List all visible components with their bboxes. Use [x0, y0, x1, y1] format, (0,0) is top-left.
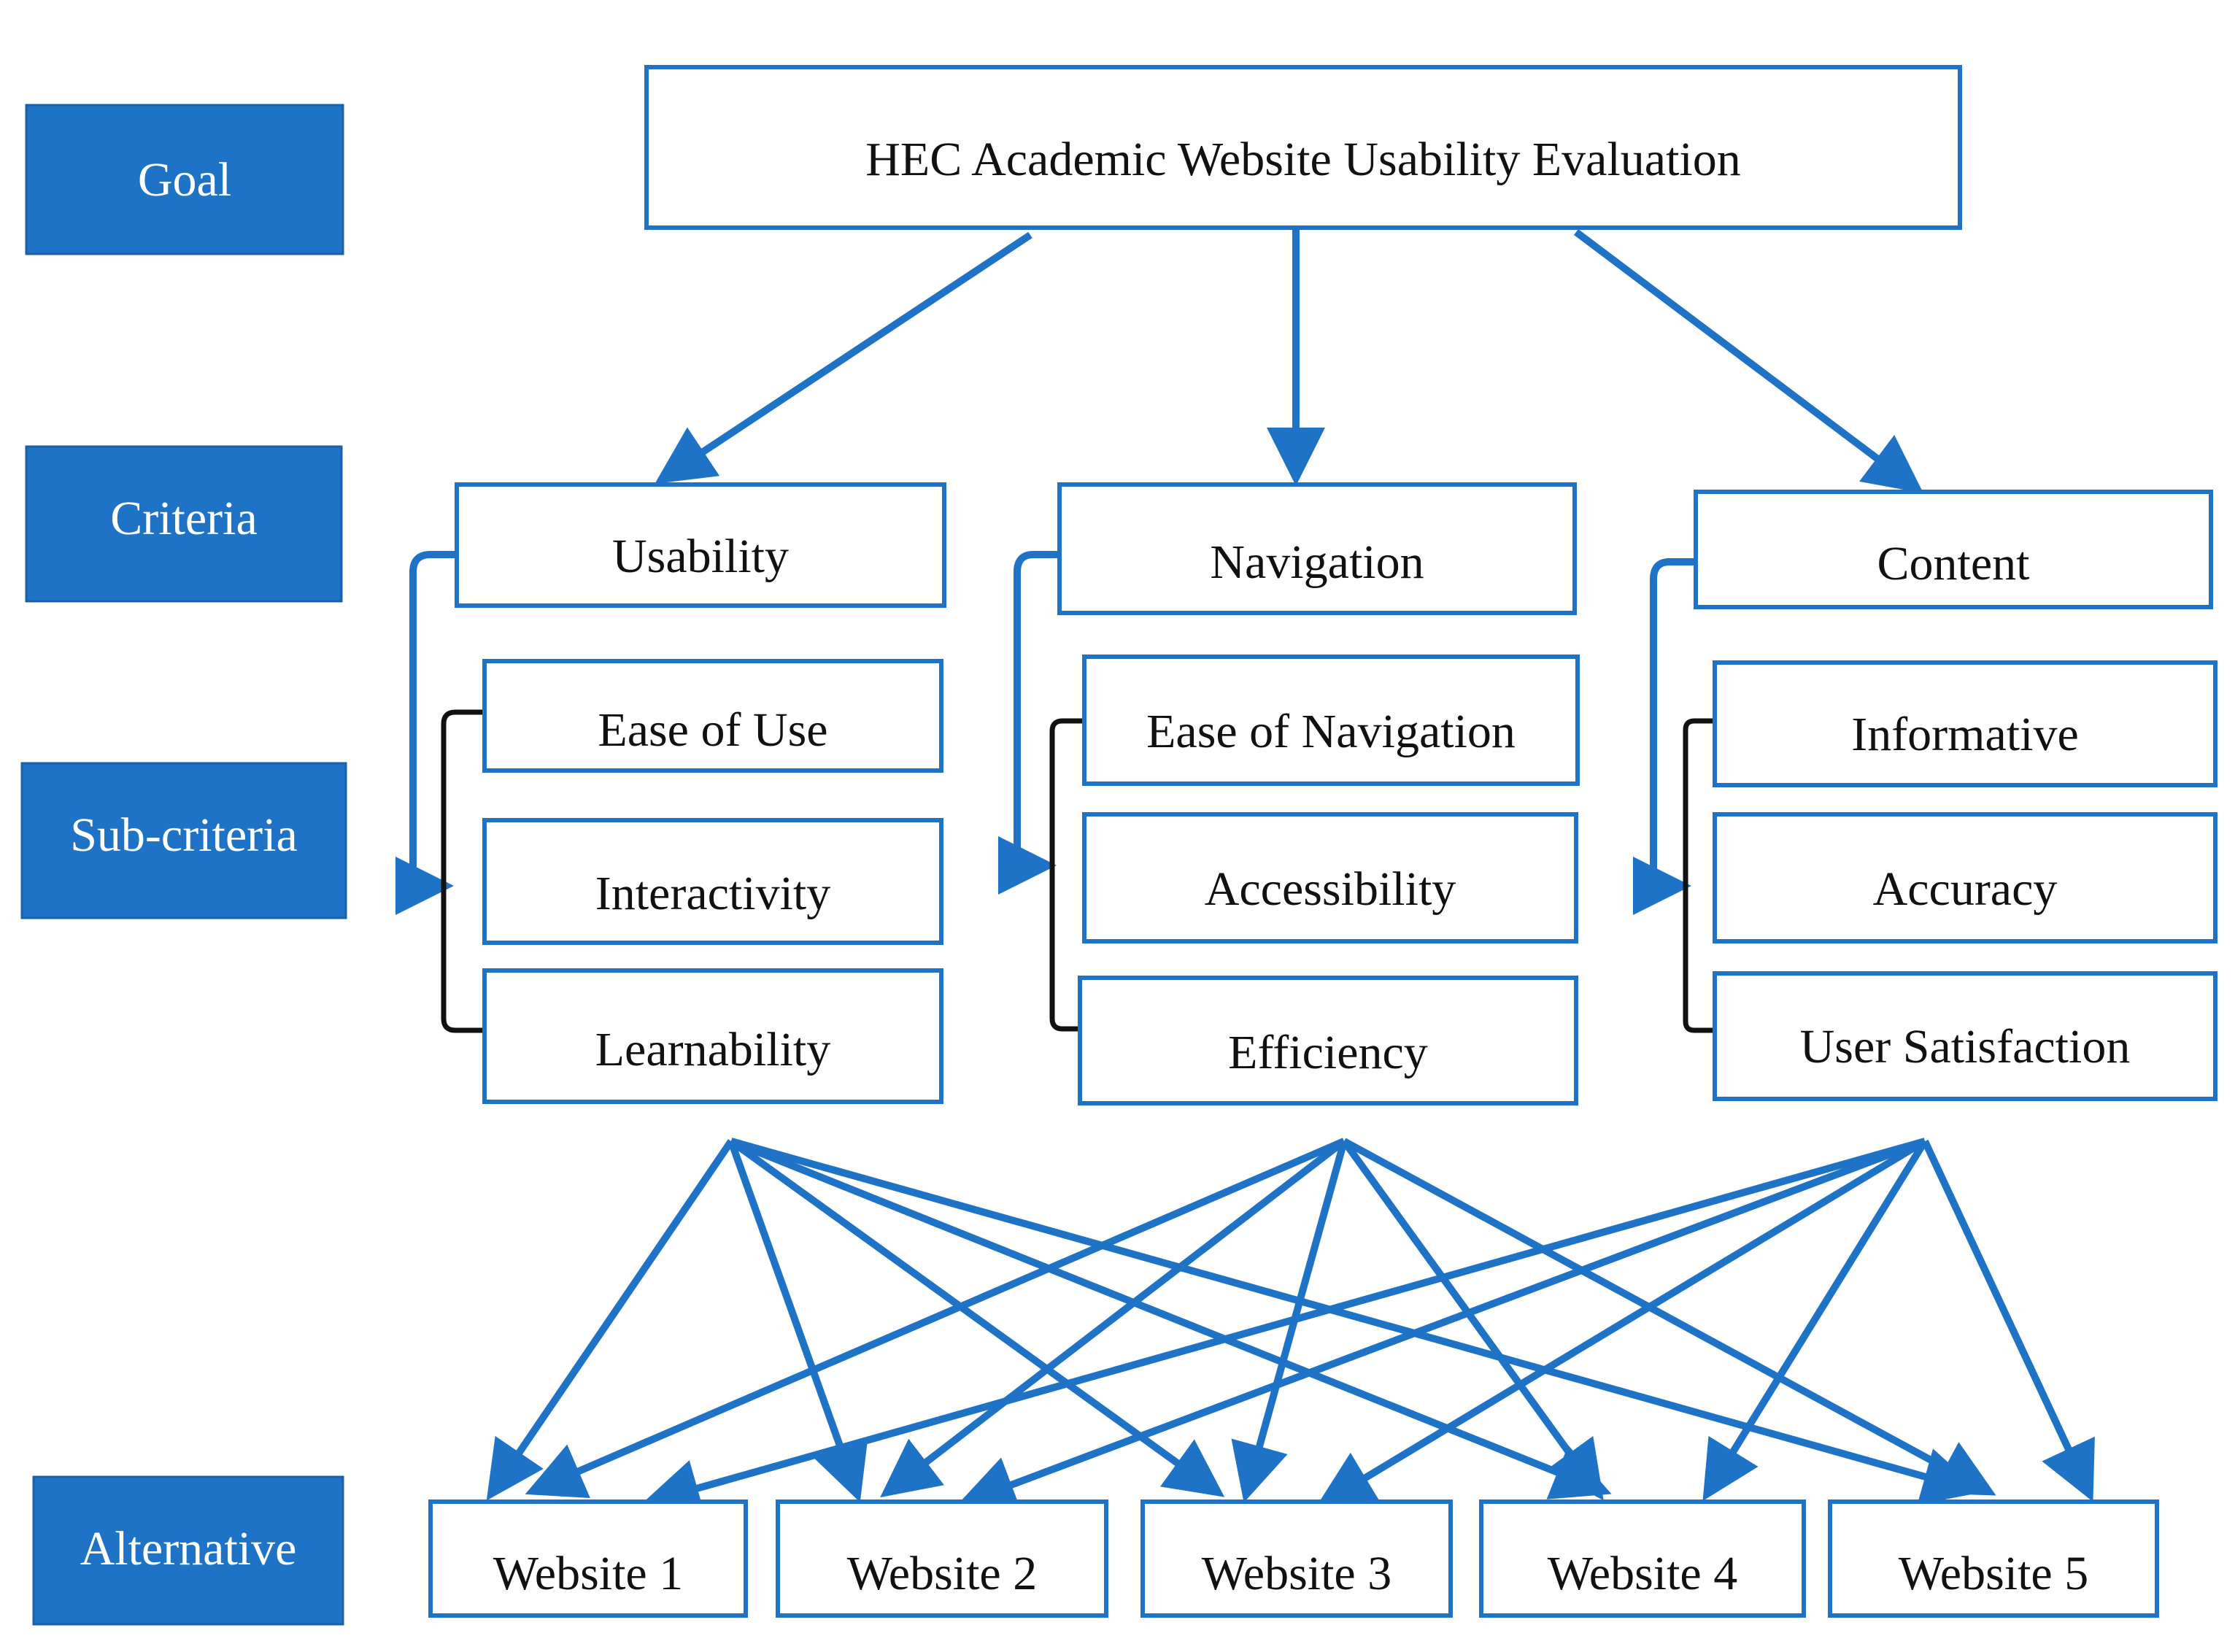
subcriterion-ease-of-navigation: Ease of Navigation [1082, 655, 1580, 786]
criterion-navigation: Navigation [1057, 482, 1577, 615]
subcriterion-informative-label: Informative [1851, 708, 2079, 761]
usability-bracket [395, 551, 485, 1033]
arrow-usability-website-3 [729, 1138, 1225, 1497]
level-goal-label: Goal [138, 153, 231, 206]
subcriterion-efficiency-label: Efficiency [1228, 1026, 1428, 1079]
subcriterion-accuracy-label: Accuracy [1873, 862, 2058, 916]
subcriterion-informative: Informative [1713, 660, 2217, 787]
level-subcriteria-label: Sub-criteria [70, 808, 298, 862]
subcriterion-user-satisfaction: User Satisfaction [1713, 971, 2217, 1101]
subcriterion-ease-of-navigation-label: Ease of Navigation [1146, 705, 1516, 758]
subcriterion-accessibility-label: Accessibility [1205, 862, 1456, 916]
navigation-bracket [998, 551, 1084, 1032]
level-alternative-label: Alternative [80, 1522, 297, 1575]
criterion-content: Content [1694, 490, 2213, 609]
subcriterion-accessibility: Accessibility [1082, 812, 1578, 943]
subcriterion-interactivity-label: Interactivity [595, 867, 831, 920]
arrow-usability-website-2 [727, 1140, 868, 1502]
subcriterion-accuracy: Accuracy [1713, 812, 2217, 943]
subcriterion-ease-of-use-label: Ease of Use [598, 703, 827, 757]
arrow-content-website-5 [1921, 1139, 2095, 1502]
alternative-website-2-label: Website 2 [847, 1547, 1037, 1600]
criterion-navigation-label: Navigation [1210, 536, 1424, 589]
goal-to-criteria-arrows [655, 229, 1923, 494]
alternative-website-5-label: Website 5 [1899, 1547, 2088, 1600]
alternative-website-3-label: Website 3 [1202, 1547, 1391, 1600]
goal-title: HEC Academic Website Usability Evaluatio… [865, 133, 1741, 186]
criterion-usability: Usability [455, 482, 946, 608]
alternative-website-4: Website 4 [1479, 1499, 1806, 1618]
criterion-usability-label: Usability [612, 530, 789, 583]
arrow-navigation-website-1 [525, 1138, 1346, 1498]
subcriteria-to-alternatives-arrows [486, 1138, 2095, 1517]
criterion-content-label: Content [1877, 537, 2030, 590]
subcriterion-efficiency: Efficiency [1078, 976, 1578, 1105]
arrow-usability-website-1 [486, 1139, 735, 1501]
level-alternative: Alternative [32, 1475, 344, 1626]
subcriterion-user-satisfaction-label: User Satisfaction [1800, 1020, 2131, 1073]
level-goal: Goal [25, 104, 344, 255]
arrow-navigation-website-2 [880, 1138, 1347, 1498]
arrow-goal-usability [655, 231, 1032, 485]
arrow-usability-website-5 [730, 1138, 1982, 1505]
level-subcriteria: Sub-criteria [20, 762, 347, 919]
arrow-navigation-website-5 [1342, 1138, 1996, 1496]
alternative-website-2: Website 2 [776, 1499, 1108, 1618]
level-criteria: Criteria [25, 445, 343, 603]
alternative-website-4-label: Website 4 [1548, 1547, 1737, 1600]
level-criteria-label: Criteria [110, 492, 258, 545]
arrow-content-website-3 [1315, 1138, 1927, 1508]
alternative-website-1: Website 1 [428, 1499, 748, 1618]
subcriterion-interactivity: Interactivity [482, 818, 943, 945]
goal-node: HEC Academic Website Usability Evaluatio… [644, 65, 1962, 230]
arrow-usability-website-4 [730, 1138, 1612, 1499]
alternative-website-3: Website 3 [1140, 1499, 1453, 1618]
arrow-content-website-4 [1702, 1139, 1929, 1502]
subcriterion-ease-of-use: Ease of Use [482, 659, 943, 773]
subcriterion-learnability: Learnability [482, 968, 943, 1104]
arrow-goal-content [1573, 229, 1923, 494]
subcriterion-learnability-label: Learnability [595, 1023, 831, 1076]
alternative-website-1-label: Website 1 [493, 1547, 683, 1600]
arrow-content-website-2 [957, 1138, 1926, 1513]
alternative-website-5: Website 5 [1828, 1499, 2159, 1618]
arrow-content-website-1 [641, 1138, 1926, 1517]
content-bracket [1633, 558, 1715, 1033]
arrow-navigation-website-3 [1231, 1140, 1348, 1503]
